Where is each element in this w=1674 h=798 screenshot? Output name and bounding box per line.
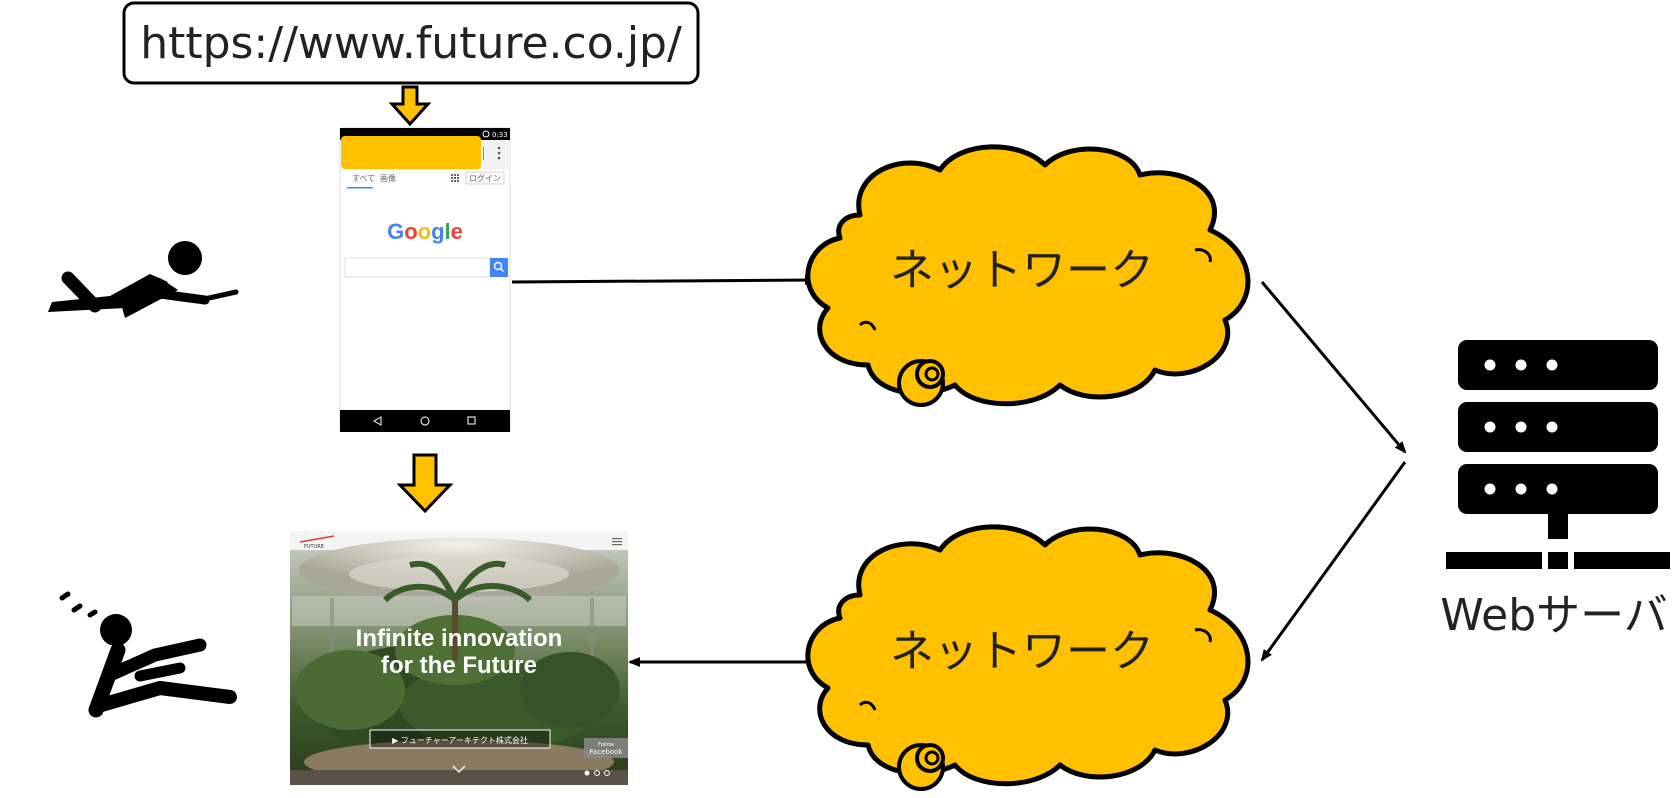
server-stem: [1548, 514, 1568, 539]
google-logo: Google: [387, 219, 463, 244]
network-cloud-top: ネットワーク: [805, 144, 1251, 407]
server-base-left: [1446, 552, 1542, 569]
tab-all[interactable]: すべて: [352, 174, 375, 183]
back-icon[interactable]: [372, 415, 382, 427]
tab-all-underline: [347, 187, 373, 189]
hamburger-icon[interactable]: [612, 538, 622, 546]
website-screenshot: FUTURE Infinite innovation for the Futur…: [290, 531, 628, 785]
carousel-dot[interactable]: [584, 770, 590, 776]
server-base-center: [1548, 552, 1568, 569]
phone-search-button[interactable]: [490, 258, 508, 277]
hero-line-1: Infinite innovation: [356, 625, 563, 652]
network-cloud-bottom: ネットワーク: [805, 524, 1251, 791]
carousel-dot[interactable]: [594, 770, 600, 776]
home-icon[interactable]: [420, 416, 430, 426]
site-brand: FUTURE: [304, 544, 324, 550]
hero-line-2: for the Future: [381, 652, 537, 679]
apps-grid-icon[interactable]: [451, 174, 459, 182]
login-button[interactable]: [465, 171, 505, 185]
status-time: 0:33: [492, 131, 508, 139]
arrow-network-to-server: [1260, 281, 1407, 454]
cloud-top-label: ネットワーク: [890, 245, 1154, 296]
url-box-frame: [122, 1, 700, 85]
server-unit: [1458, 464, 1658, 514]
logo-letter: g: [431, 219, 444, 244]
arrow-server-to-network: [1260, 461, 1407, 662]
phone-search-input[interactable]: [344, 257, 491, 278]
logo-letter: o: [404, 219, 417, 244]
server-icon: [1446, 340, 1670, 569]
smartphone-screen: 0:33 すべて 画像 ログイン Google: [339, 127, 511, 432]
arrow-phone-to-network: [511, 275, 817, 286]
company-button[interactable]: [369, 729, 551, 749]
server-unit: [1458, 402, 1658, 452]
cloud-bottom-label: ネットワーク: [890, 626, 1154, 677]
url-text: https://www.future.co.jp/: [140, 18, 682, 69]
server-base-right: [1574, 552, 1670, 569]
server-label: Webサーバ: [1440, 590, 1668, 641]
logo-letter: e: [451, 219, 463, 244]
facebook-badge[interactable]: [584, 738, 628, 758]
plants: [295, 560, 620, 755]
recents-icon[interactable]: [467, 416, 476, 425]
tab-images[interactable]: 画像: [380, 173, 396, 183]
menu-dots-icon[interactable]: [497, 146, 501, 150]
person-falling-icon: [59, 591, 237, 718]
cloud-shape-bottom: [805, 524, 1251, 787]
url-box: https://www.future.co.jp/: [122, 1, 700, 85]
chevron-down-icon[interactable]: [452, 765, 466, 773]
search-icon: [493, 261, 505, 273]
site-logo-mark: [299, 535, 335, 543]
cloud-shape-top: [805, 144, 1251, 407]
facebook-label: Facebook: [590, 748, 624, 756]
company-button-label: ▶ フューチャーアーキテクト株式会社: [392, 735, 528, 745]
down-arrow-url-to-phone: [388, 85, 432, 127]
logo-letter: o: [418, 219, 431, 244]
down-arrow-phone-to-site: [396, 453, 454, 514]
facebook-follow: Follow: [598, 742, 614, 748]
sweat-drop-icon: [59, 591, 71, 601]
logo-letter: G: [387, 219, 404, 244]
address-bar-highlight: [341, 136, 481, 169]
login-label: ログイン: [469, 173, 501, 183]
person-lying-icon: [48, 241, 239, 318]
carousel-dot[interactable]: [604, 770, 610, 776]
clock-icon: [482, 130, 490, 138]
phone-nav-bar: [340, 410, 510, 432]
server-unit: [1458, 340, 1658, 390]
logo-letter: l: [445, 219, 451, 244]
